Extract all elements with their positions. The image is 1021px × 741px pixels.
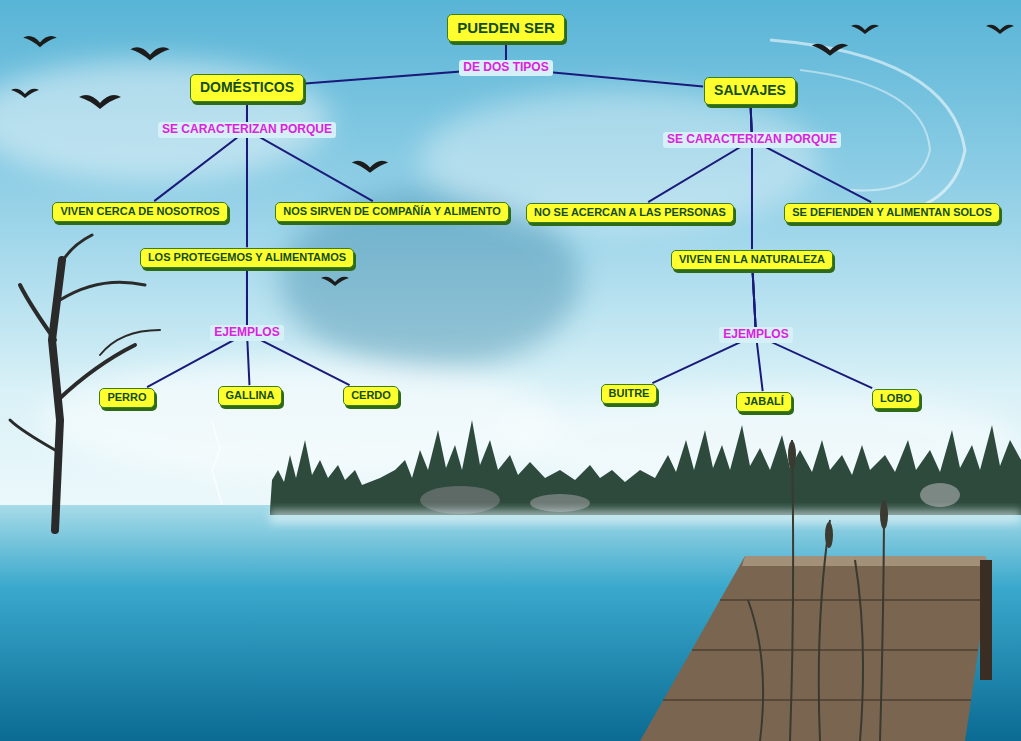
concept-box: LOBO xyxy=(872,389,920,409)
concept-text: PUEDEN SER xyxy=(457,19,555,38)
bird xyxy=(23,36,57,47)
concept-box: VIVEN CERCA DE NOSOTROS xyxy=(52,202,227,222)
bird xyxy=(812,44,848,56)
shore-mist xyxy=(270,510,1021,524)
linking-phrase: DE DOS TIPOS xyxy=(459,60,552,76)
concept-text: DOMÉSTICOS xyxy=(200,79,294,97)
forest xyxy=(270,420,1021,515)
concept-text: NOS SIRVEN DE COMPAÑÍA Y ALIMENTO xyxy=(283,205,501,219)
bird xyxy=(352,161,388,173)
concept-text: JABALÍ xyxy=(744,395,784,409)
bird xyxy=(130,47,169,60)
concept-box: BUITRE xyxy=(601,384,658,404)
concept-text: GALLINA xyxy=(226,389,275,403)
concept-box: GALLINA xyxy=(218,386,283,406)
concept-text: PERRO xyxy=(107,391,146,405)
cloud xyxy=(0,60,330,180)
dock xyxy=(640,556,990,741)
concept-box: LOS PROTEGEMOS Y ALIMENTAMOS xyxy=(140,248,354,268)
concept-box: SALVAJES xyxy=(704,77,796,105)
reed xyxy=(880,500,884,741)
cattails xyxy=(788,441,888,548)
concept-text: LOBO xyxy=(880,392,912,406)
tree-branch xyxy=(60,282,145,300)
lake-water xyxy=(0,505,1021,741)
plank-line xyxy=(663,699,971,701)
dock-post xyxy=(980,560,992,680)
linking-phrase: SE CARACTERIZAN PORQUE xyxy=(663,132,841,148)
connector-line xyxy=(154,103,247,201)
concept-text: LOS PROTEGEMOS Y ALIMENTAMOS xyxy=(148,251,346,265)
connector-line xyxy=(751,106,752,249)
reed xyxy=(855,560,863,741)
rocks xyxy=(920,483,960,507)
dock-planks xyxy=(663,600,986,700)
lightning xyxy=(212,420,222,505)
cattail xyxy=(880,501,888,529)
concept-box: JABALÍ xyxy=(736,392,792,412)
concept-box: NOS SIRVEN DE COMPAÑÍA Y ALIMENTO xyxy=(275,202,509,222)
concept-text: SE DEFIENDEN Y ALIMENTAN SOLOS xyxy=(792,206,991,220)
concept-box: PERRO xyxy=(99,388,154,408)
linking-phrase: SE CARACTERIZAN PORQUE xyxy=(158,122,336,138)
cattail xyxy=(788,441,796,469)
concept-box: CERDO xyxy=(343,386,399,406)
bird xyxy=(986,25,1014,34)
linking-phrase: EJEMPLOS xyxy=(719,327,792,343)
concept-box: NO SE ACERCAN A LAS PERSONAS xyxy=(526,203,734,223)
linking-phrase: EJEMPLOS xyxy=(210,325,283,341)
dock-edge xyxy=(742,556,990,566)
concept-text: VIVEN EN LA NATURALEZA xyxy=(679,253,825,267)
birds xyxy=(11,25,1014,286)
concept-text: BUITRE xyxy=(609,387,650,401)
wind-swirl xyxy=(770,40,965,217)
concept-box: SE DEFIENDEN Y ALIMENTAN SOLOS xyxy=(784,203,999,223)
plank-line xyxy=(692,649,978,651)
concept-box: VIVEN EN LA NATURALEZA xyxy=(671,250,833,270)
concept-text: CERDO xyxy=(351,389,391,403)
concept-text: VIVEN CERCA DE NOSOTROS xyxy=(60,205,219,219)
bird xyxy=(321,277,349,286)
concept-text: NO SE ACERCAN A LAS PERSONAS xyxy=(534,206,726,220)
plank-line xyxy=(720,599,986,601)
reed xyxy=(748,600,763,741)
cattail xyxy=(825,522,833,548)
bird xyxy=(851,25,879,34)
dead-tree xyxy=(10,235,160,530)
concept-text: SALVAJES xyxy=(714,82,786,100)
tree-branch xyxy=(62,235,92,262)
concept-box: DOMÉSTICOS xyxy=(190,74,304,102)
concept-box: PUEDEN SER xyxy=(447,14,565,43)
tree-branch xyxy=(10,420,55,450)
tree-branch xyxy=(20,285,55,340)
reeds xyxy=(748,440,884,741)
bird xyxy=(79,95,121,109)
connector-line xyxy=(247,103,373,201)
tree-branch xyxy=(100,330,160,355)
wind-swirl xyxy=(800,70,930,191)
bird xyxy=(11,89,39,98)
rocks xyxy=(530,494,590,512)
rocks xyxy=(420,486,500,514)
connector-line xyxy=(648,106,752,202)
reed xyxy=(790,440,793,741)
reed xyxy=(819,520,830,741)
connector-line xyxy=(751,106,872,202)
